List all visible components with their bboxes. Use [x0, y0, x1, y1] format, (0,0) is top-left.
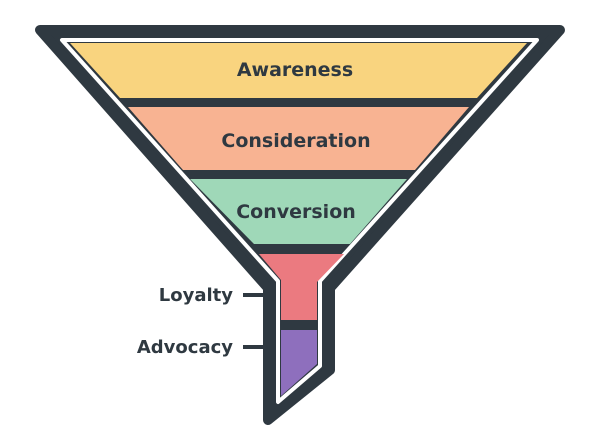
- funnel-inner-trace: [60, 38, 539, 404]
- stage-label-consideration: Consideration: [221, 130, 370, 152]
- funnel-stage-awareness: [70, 43, 527, 98]
- funnel-stage-consideration: [128, 107, 469, 170]
- stage-label-advocacy: Advocacy: [137, 337, 233, 358]
- stage-label-awareness: Awareness: [237, 59, 353, 81]
- funnel-stage-loyalty: [259, 254, 344, 320]
- stage-label-conversion: Conversion: [236, 201, 356, 223]
- funnel-stage-advocacy: [281, 330, 317, 396]
- stage-label-loyalty: Loyalty: [159, 285, 233, 306]
- funnel-stage-conversion: [190, 179, 407, 244]
